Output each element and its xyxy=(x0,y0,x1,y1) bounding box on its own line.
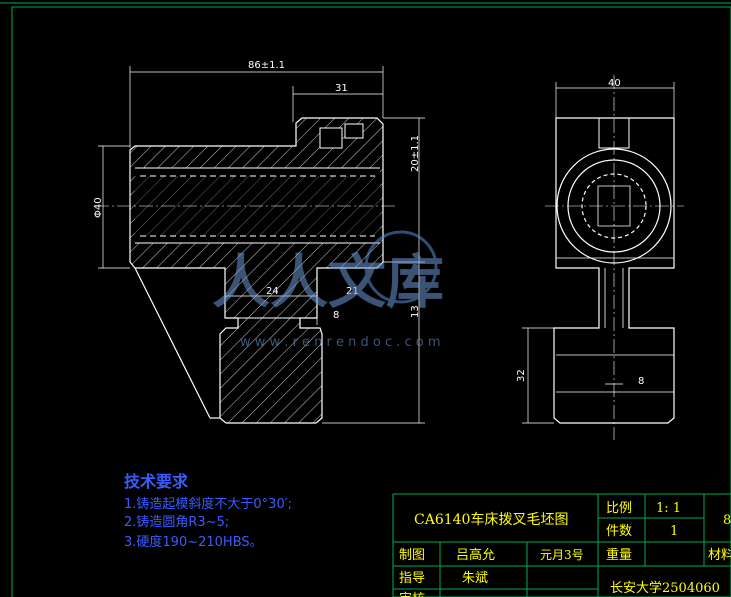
side-view-dimensions xyxy=(522,82,675,424)
drawn-name: 吕高允 xyxy=(456,547,495,563)
watermark: 人人文库 w w w . r e n r e n d o c . c o m xyxy=(212,230,444,350)
scale-label: 比例 xyxy=(606,501,632,516)
school-name: 长安大学2504060 xyxy=(610,580,720,596)
count-label: 件数 xyxy=(606,524,632,539)
dim-small-gap: 8 xyxy=(333,310,339,321)
tech-item: 3.硬度190~210HBS。 xyxy=(124,534,263,550)
tech-title: 技术要求 xyxy=(124,472,189,491)
tech-item: 1.铸造起模斜度不大于0°30′; xyxy=(124,496,292,512)
drawing-frame xyxy=(11,6,731,597)
weight-label: 重量 xyxy=(606,547,632,563)
bottom-cut-label: 审核 xyxy=(399,592,425,597)
watermark-url: w w w . r e n r e n d o c . c o m xyxy=(240,335,441,350)
drawn-date: 元月3号 xyxy=(540,548,584,562)
tech-item: 2.铸造圆角R3~5; xyxy=(124,514,229,530)
dim-vertical-total: 13 xyxy=(410,305,421,318)
dim-overall-width: 86±1.1 xyxy=(248,60,285,71)
count-value: 1 xyxy=(670,524,678,539)
dim-lower-left: 24 xyxy=(266,286,279,297)
guide-label: 指导 xyxy=(399,571,425,586)
dim-side-gap: 8 xyxy=(638,376,644,387)
front-section-view xyxy=(95,117,395,424)
side-view xyxy=(545,75,684,440)
dim-bore: Φ40 xyxy=(93,197,104,218)
dim-lower-mid: 21 xyxy=(346,286,359,297)
scale-value: 1: 1 xyxy=(656,501,681,516)
dim-side-bottom: 32 xyxy=(516,369,527,382)
part-name: CA6140车床拨叉毛坯图 xyxy=(414,511,568,528)
watermark-text: 人人文库 xyxy=(212,248,444,316)
front-view-dimensions xyxy=(98,66,425,424)
title-block xyxy=(392,493,731,597)
corner-digit: 8 xyxy=(723,513,731,528)
tech-requirements: 技术要求 1.铸造起模斜度不大于0°30′; 2.铸造圆角R3~5; 3.硬度1… xyxy=(124,472,292,550)
dim-top-right: 31 xyxy=(335,83,348,94)
dim-height-right: 20±1.1 xyxy=(410,135,421,172)
drawn-label: 制图 xyxy=(399,548,425,563)
guide-name: 朱斌 xyxy=(462,571,488,586)
material-label: 材料 xyxy=(708,548,731,563)
dim-side-overall: 40 xyxy=(608,78,621,89)
